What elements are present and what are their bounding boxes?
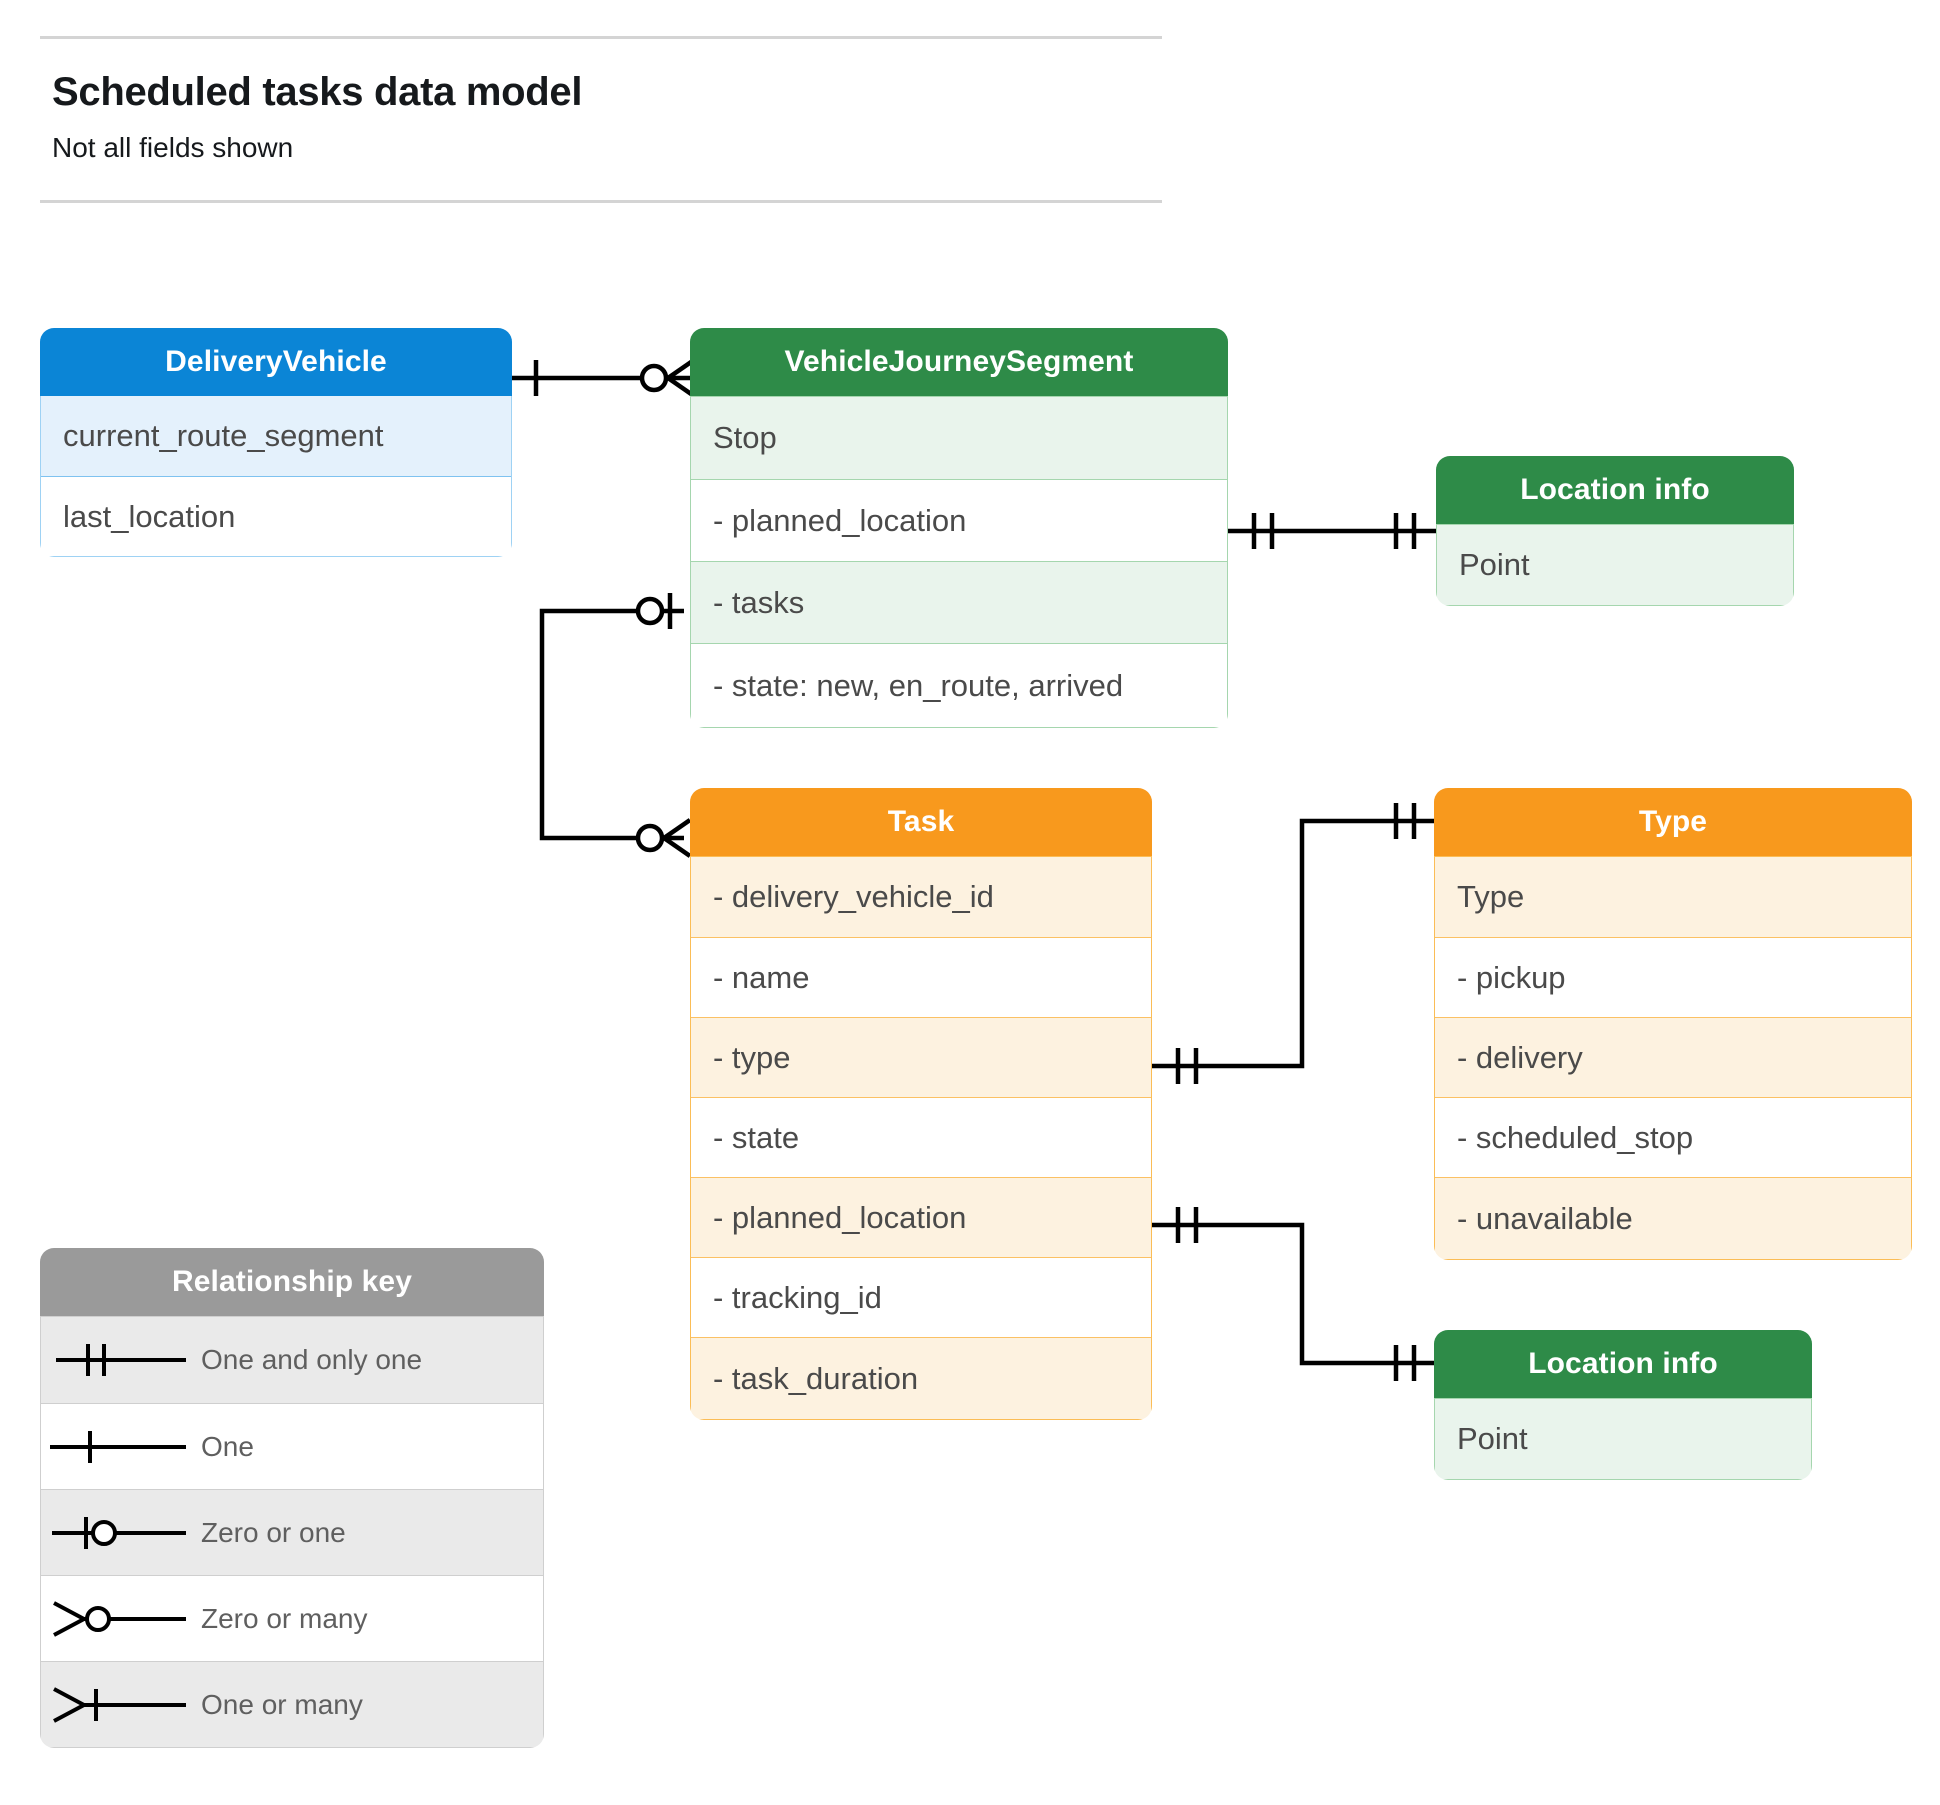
header-rule-bottom xyxy=(40,200,1162,203)
entity-header-delivery-vehicle: DeliveryVehicle xyxy=(40,328,512,396)
field-row[interactable]: Stop xyxy=(691,397,1227,479)
entity-body-vehicle-journey-segment: Stop - planned_location - tasks - state:… xyxy=(690,396,1228,728)
field-row[interactable]: - task_duration xyxy=(691,1337,1151,1419)
entity-body-type: Type - pickup - delivery - scheduled_sto… xyxy=(1434,856,1912,1260)
one-or-many-icon xyxy=(41,1683,201,1727)
legend-item-label: Zero or one xyxy=(201,1516,346,1548)
page-subtitle: Not all fields shown xyxy=(52,132,294,163)
entity-header-vehicle-journey-segment: VehicleJourneySegment xyxy=(690,328,1228,396)
legend-item-label: One xyxy=(201,1430,254,1462)
field-row[interactable]: current_route_segment xyxy=(41,396,511,476)
field-label: - pickup xyxy=(1457,959,1566,995)
field-label: - unavailable xyxy=(1457,1200,1633,1236)
entity-location-info-top[interactable]: Location info Point xyxy=(1436,456,1794,606)
entity-title: VehicleJourneySegment xyxy=(784,345,1134,378)
field-label: - planned_location xyxy=(713,1199,967,1235)
entity-task[interactable]: Task - delivery_vehicle_id - name - type… xyxy=(690,788,1152,1420)
field-label: - scheduled_stop xyxy=(1457,1119,1694,1155)
field-label: - task_duration xyxy=(713,1360,919,1396)
field-label: Type xyxy=(1457,879,1525,914)
zero-or-one-icon xyxy=(41,1511,201,1555)
entity-header-location-info-top: Location info xyxy=(1436,456,1794,524)
field-row[interactable]: last_location xyxy=(41,476,511,556)
entity-body-task: - delivery_vehicle_id - name - type - st… xyxy=(690,856,1152,1420)
field-label: last_location xyxy=(63,498,236,534)
entity-body-location-info-bottom: Point xyxy=(1434,1398,1812,1480)
entity-title: Location info xyxy=(1520,473,1710,506)
field-label: - tasks xyxy=(713,584,805,620)
field-label: - delivery_vehicle_id xyxy=(713,879,994,914)
legend-item-label: One and only one xyxy=(201,1344,423,1375)
one-icon xyxy=(41,1425,201,1469)
entity-title: Location info xyxy=(1528,1347,1718,1380)
entity-vehicle-journey-segment[interactable]: VehicleJourneySegment Stop - planned_loc… xyxy=(690,328,1228,728)
field-row[interactable]: - delivery_vehicle_id xyxy=(691,857,1151,937)
field-row[interactable]: - delivery xyxy=(1435,1017,1911,1097)
entity-body-delivery-vehicle: current_route_segment last_location xyxy=(40,396,512,557)
field-row[interactable]: - tasks xyxy=(691,561,1227,643)
field-row[interactable]: - name xyxy=(691,937,1151,1017)
legend-title: Relationship key xyxy=(171,1265,412,1298)
field-label: - type xyxy=(713,1039,791,1075)
legend-relationship-key: Relationship key One and only one xyxy=(40,1248,544,1748)
entity-title: Type xyxy=(1638,805,1708,838)
field-label: - delivery xyxy=(1457,1039,1583,1075)
field-row[interactable]: - planned_location xyxy=(691,1177,1151,1257)
field-row[interactable]: Point xyxy=(1437,525,1793,605)
field-label: - state: new, en_route, arrived xyxy=(713,667,1124,703)
page-title: Scheduled tasks data model xyxy=(52,70,583,114)
zero-or-many-icon xyxy=(41,1597,201,1641)
legend-header: Relationship key xyxy=(40,1248,544,1316)
field-row[interactable]: - state xyxy=(691,1097,1151,1177)
field-label: Stop xyxy=(713,420,777,455)
entity-type[interactable]: Type Type - pickup - delivery - schedule… xyxy=(1434,788,1912,1260)
field-row[interactable]: - pickup xyxy=(1435,937,1911,1017)
field-row[interactable]: - unavailable xyxy=(1435,1177,1911,1259)
legend-item-one-and-only-one[interactable]: One and only one xyxy=(41,1317,543,1403)
legend-item-one-or-many[interactable]: One or many xyxy=(41,1661,543,1747)
legend-item-one[interactable]: One xyxy=(41,1403,543,1489)
field-label: - name xyxy=(713,959,810,995)
field-row[interactable]: - state: new, en_route, arrived xyxy=(691,643,1227,727)
field-label: Point xyxy=(1457,1421,1528,1456)
legend-body: One and only one One xyxy=(40,1316,544,1748)
field-label: - planned_location xyxy=(713,502,967,538)
field-row[interactable]: - tracking_id xyxy=(691,1257,1151,1337)
entity-header-task: Task xyxy=(690,788,1152,856)
field-row[interactable]: Type xyxy=(1435,857,1911,937)
legend-item-zero-or-many[interactable]: Zero or many xyxy=(41,1575,543,1661)
entity-body-location-info-top: Point xyxy=(1436,524,1794,606)
field-label: - tracking_id xyxy=(713,1279,882,1315)
field-label: Point xyxy=(1459,547,1530,582)
field-row[interactable]: - planned_location xyxy=(691,479,1227,561)
entity-header-type: Type xyxy=(1434,788,1912,856)
entity-title: Task xyxy=(887,805,955,838)
field-row[interactable]: Point xyxy=(1435,1399,1811,1479)
header-rule-top xyxy=(40,36,1162,39)
entity-delivery-vehicle[interactable]: DeliveryVehicle current_route_segment la… xyxy=(40,328,512,557)
one-and-only-one-icon xyxy=(41,1338,201,1382)
entity-header-location-info-bottom: Location info xyxy=(1434,1330,1812,1398)
entity-location-info-bottom[interactable]: Location info Point xyxy=(1434,1330,1812,1480)
entity-title: DeliveryVehicle xyxy=(165,345,387,378)
field-row[interactable]: - scheduled_stop xyxy=(1435,1097,1911,1177)
field-row[interactable]: - type xyxy=(691,1017,1151,1097)
legend-item-label: Zero or many xyxy=(201,1602,368,1634)
legend-item-zero-or-one[interactable]: Zero or one xyxy=(41,1489,543,1575)
legend-item-label: One or many xyxy=(201,1688,363,1720)
field-label: current_route_segment xyxy=(63,418,384,453)
field-label: - state xyxy=(713,1119,800,1155)
